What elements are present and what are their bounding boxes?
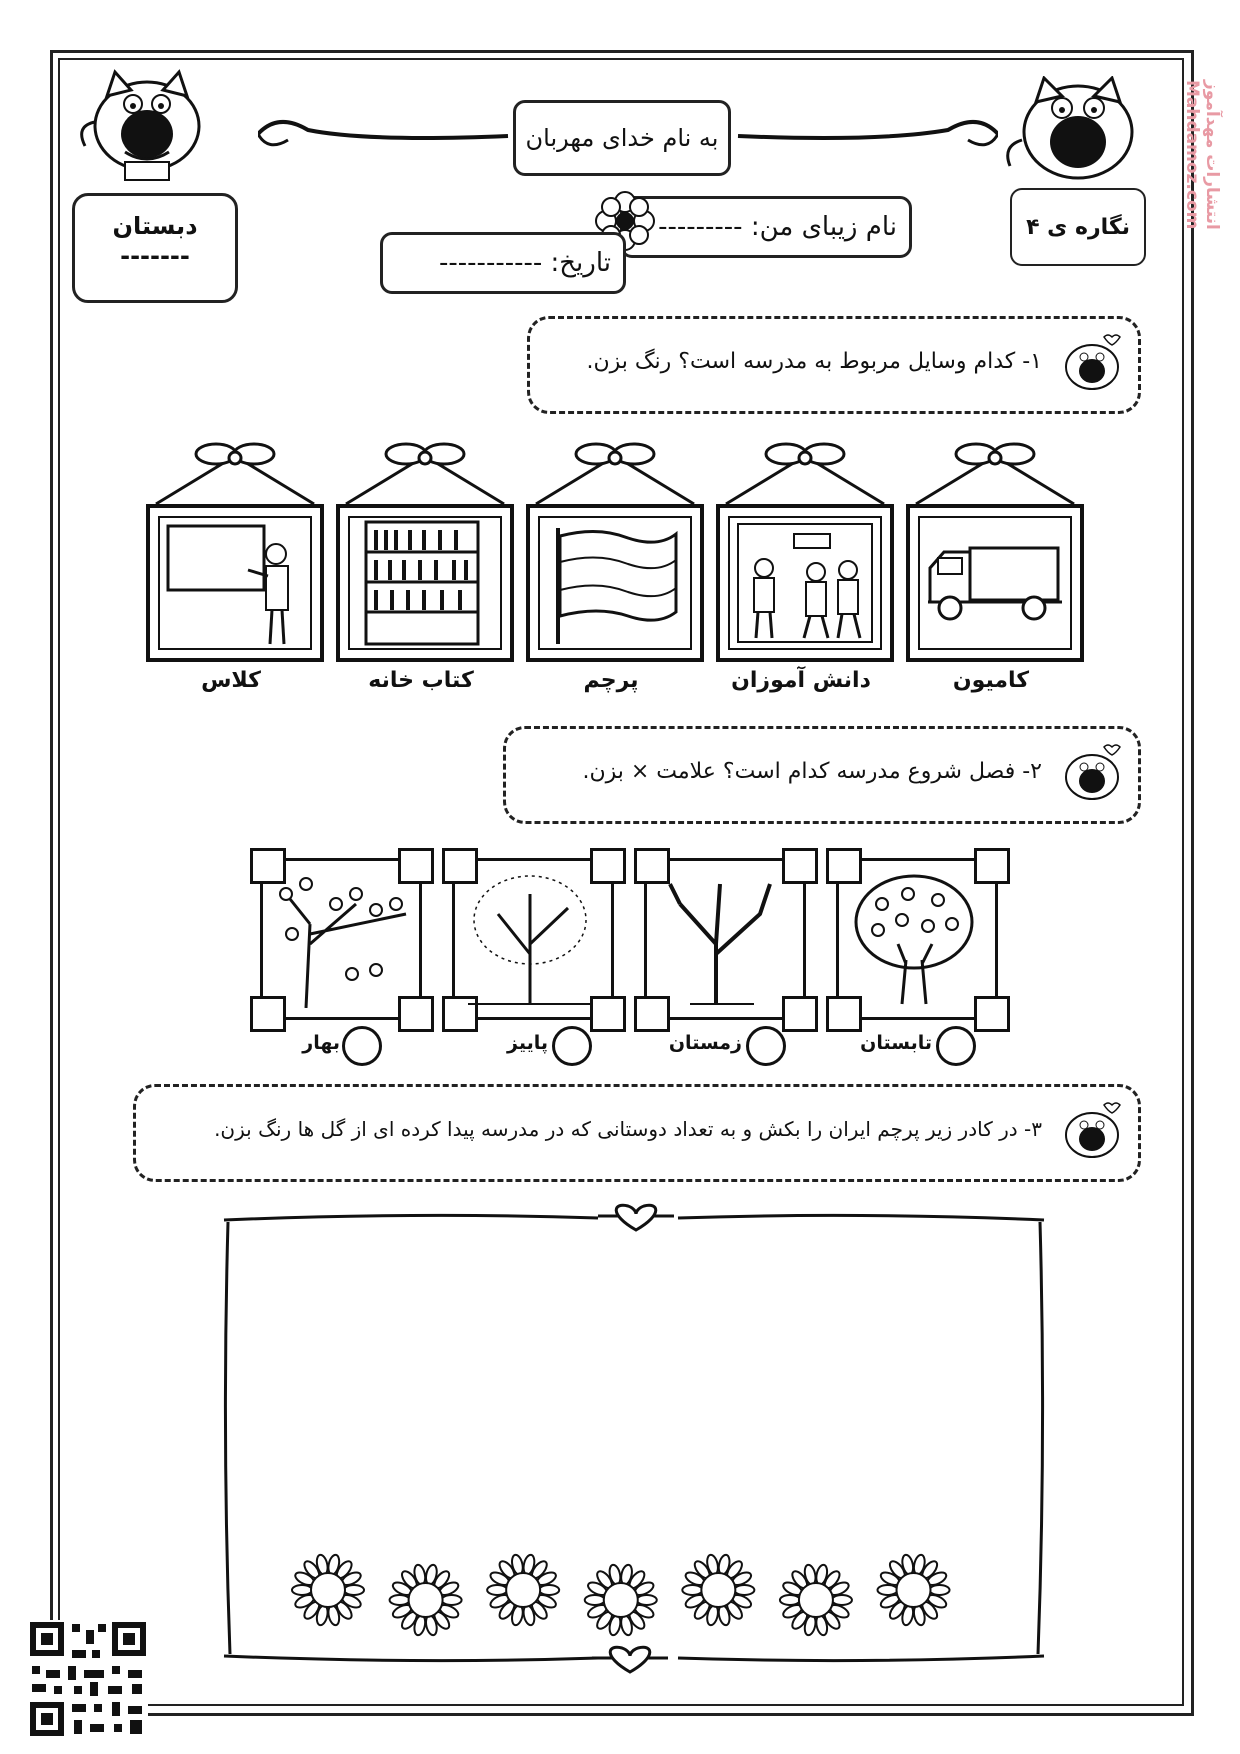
cat-mascot-icon	[1006, 76, 1134, 180]
cat-mascot-icon	[1065, 744, 1121, 800]
page-inner-border	[58, 58, 1184, 1706]
q1-items: کلاس کتاب خانه	[140, 440, 1090, 700]
page-outer-border	[50, 50, 1194, 1716]
q2-item-label: زمستان	[668, 1032, 742, 1054]
flag-icon	[556, 528, 678, 644]
heart-icon	[598, 1203, 674, 1232]
sunflower-icon[interactable]	[388, 1563, 463, 1637]
school-box: دبستان -------	[72, 193, 238, 303]
question-2-box: ۲- فصل شروع مدرسه کدام است؟ علامت × بزن.	[503, 726, 1141, 824]
sunflower-icon[interactable]	[583, 1563, 658, 1637]
bow-icon	[535, 442, 695, 506]
title-ornament	[258, 120, 998, 147]
truck-icon	[928, 546, 1062, 621]
q1-item-truck[interactable]: کامیون	[906, 440, 1084, 693]
q2-item-label: تابستان	[860, 1032, 932, 1054]
question-3-text: ۳- در کادر زیر پرچم ایران را بکش و به تع…	[214, 1117, 1042, 1141]
heart-icon	[592, 1645, 668, 1674]
sunflower-icon[interactable]	[486, 1553, 561, 1627]
bow-icon	[345, 442, 505, 506]
autumn-tree-icon	[468, 875, 592, 1005]
question-2-text: ۲- فصل شروع مدرسه کدام است؟ علامت × بزن.	[582, 759, 1042, 784]
spring-tree-icon	[279, 877, 407, 1008]
q2-item-label: پاییز	[507, 1032, 548, 1054]
q2-item-autumn[interactable]: پاییز	[442, 848, 626, 1068]
cat-mascot-icon	[1065, 1102, 1121, 1158]
winter-tree-icon	[668, 883, 772, 1005]
students-icon	[737, 523, 873, 643]
sunflower-icon[interactable]	[778, 1563, 853, 1637]
sunflower-icon[interactable]	[291, 1553, 365, 1627]
date-field[interactable]: تاریخ: -----------	[380, 232, 626, 294]
q1-item-flag[interactable]: پرچم	[526, 440, 704, 693]
q2-item-spring[interactable]: بهار	[250, 848, 434, 1068]
q2-item-summer[interactable]: تابستان	[826, 848, 1010, 1068]
bookshelf-icon	[364, 520, 480, 646]
cat-mascot-icon	[1065, 334, 1121, 390]
drawing-frame	[223, 1213, 1045, 1663]
sunflower-icon[interactable]	[876, 1553, 951, 1627]
summer-tree-icon	[854, 874, 974, 1005]
q1-item-label: کلاس	[201, 668, 261, 693]
q1-item-label: کامیون	[952, 668, 1030, 693]
lesson-label: نگاره ی ۴	[1010, 188, 1146, 266]
cat-mascot-icon	[80, 69, 201, 181]
q1-item-students[interactable]: دانش آموزان	[716, 440, 894, 693]
q1-item-library[interactable]: کتاب خانه	[336, 440, 514, 693]
q2-item-label: بهار	[302, 1032, 340, 1054]
sunflower-icon[interactable]	[681, 1553, 756, 1627]
qr-code-icon	[28, 1620, 148, 1738]
name-field[interactable]: نام زیبای من: ---------	[620, 196, 912, 258]
q1-item-label: کتاب خانه	[368, 668, 474, 693]
question-3-box: ۳- در کادر زیر پرچم ایران را بکش و به تع…	[133, 1084, 1141, 1182]
school-label: دبستان	[112, 212, 198, 240]
teacher-icon	[166, 524, 289, 645]
q1-item-classroom[interactable]: کلاس	[146, 440, 324, 693]
q2-item-winter[interactable]: زمستان	[634, 848, 818, 1068]
question-1-box: ۱- کدام وسایل مربوط به مدرسه است؟ رنگ بز…	[527, 316, 1141, 414]
publisher-watermark: انتشارات مهدآموز Mahdamoz.com	[1182, 80, 1222, 230]
drawing-area[interactable]	[218, 1203, 1050, 1674]
bow-icon	[915, 442, 1075, 506]
q2-items: بهار پاییز زمستان	[250, 848, 1020, 1068]
flower-row	[291, 1553, 951, 1637]
bow-icon	[725, 442, 885, 506]
q1-item-label: دانش آموزان	[731, 668, 871, 693]
q1-item-label: پرچم	[583, 668, 639, 693]
question-1-text: ۱- کدام وسایل مربوط به مدرسه است؟ رنگ بز…	[586, 349, 1042, 374]
bow-icon	[155, 442, 315, 506]
page-title: به نام خدای مهربان	[513, 100, 731, 176]
school-line: -------	[120, 242, 190, 270]
